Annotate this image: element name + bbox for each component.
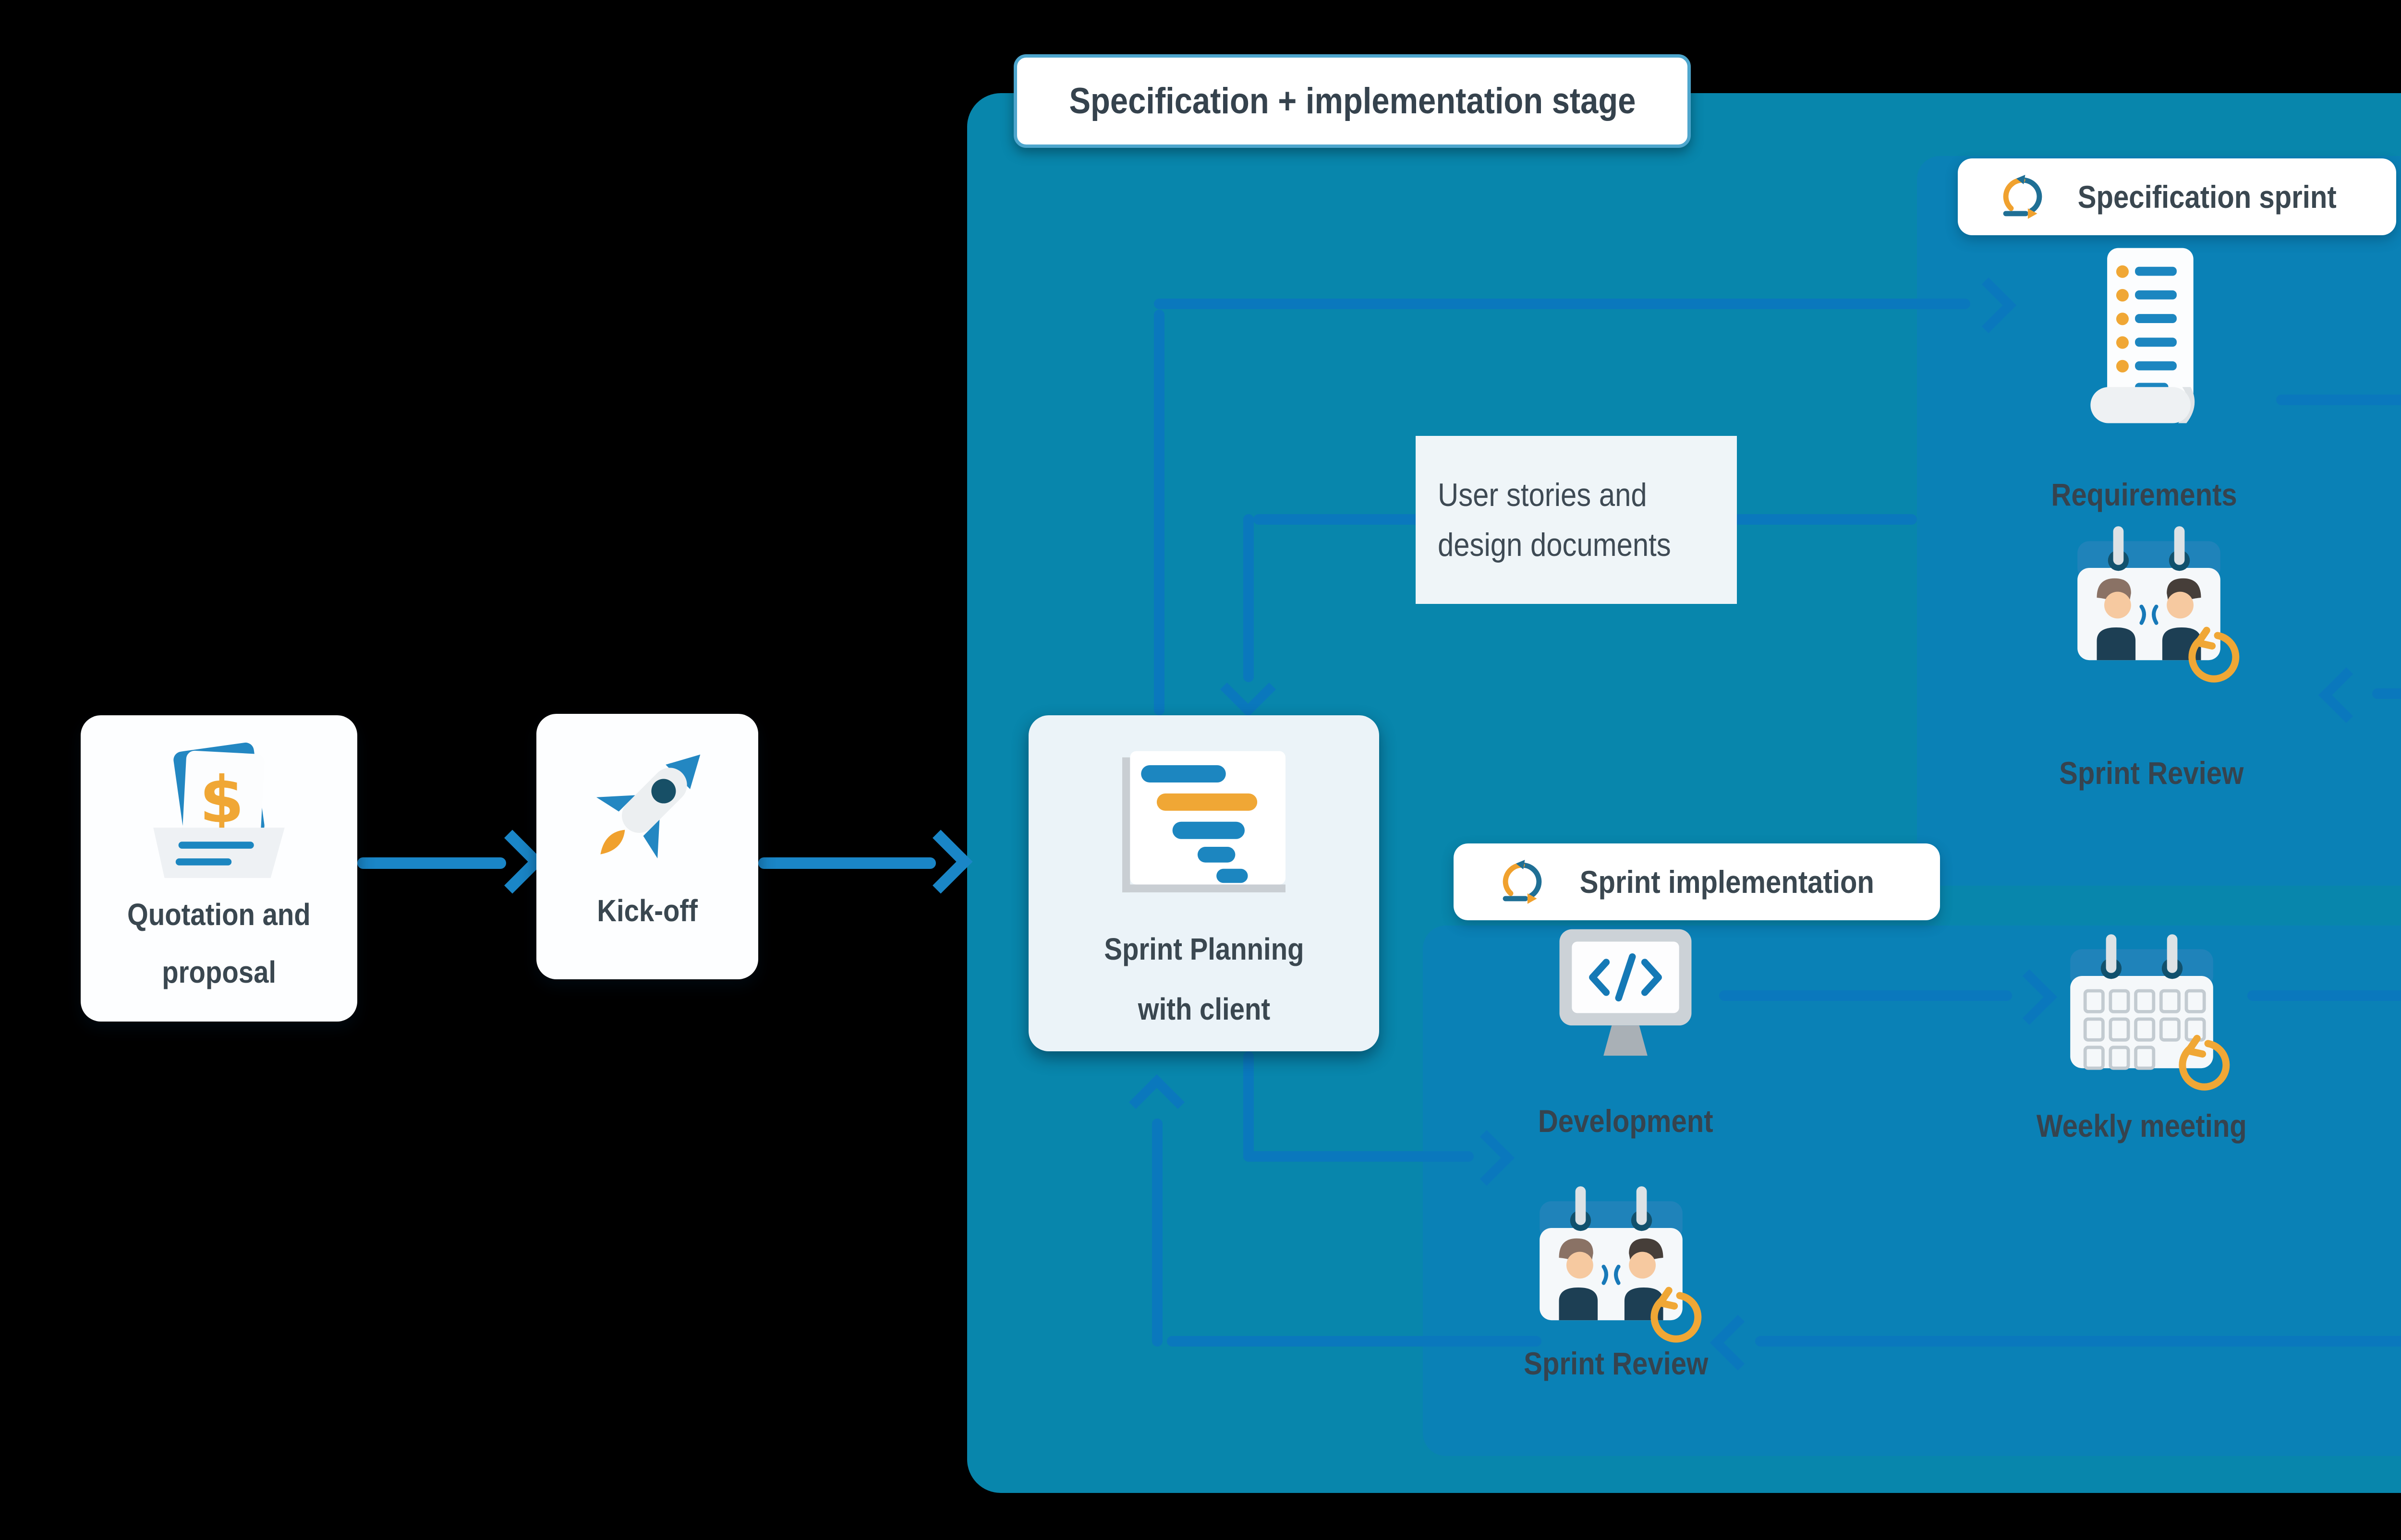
user-stories-note: User stories and design documents [1416, 436, 1737, 604]
sprint-review-bottom-label: Sprint Review [1457, 1325, 1774, 1402]
development1-text: Development [1538, 1103, 1713, 1139]
arrowhead-into-kickoff [480, 830, 545, 894]
sprint-review-top-text: Sprint Review [2059, 755, 2244, 791]
development-monitor-icon [1559, 929, 1692, 1056]
arrow-deployment-to-review [1755, 1336, 2401, 1347]
arrow-kickoff-to-stage [758, 857, 936, 869]
sprint-planning-line2: with client [1138, 992, 1270, 1026]
sprint-implementation-label: Sprint implementation [1579, 864, 1875, 900]
user-stories-line1: User stories and [1438, 477, 1647, 513]
sprint-planning-line1: Sprint Planning [1103, 932, 1304, 966]
specification-sprint-tag: Specification sprint [1958, 158, 2396, 235]
arrow-quotation-to-kickoff [357, 857, 506, 869]
sprint-planning-label: Sprint Planning with client [1029, 919, 1379, 1039]
recur-loop-icon [2188, 626, 2240, 683]
sprint-review-top-label: Sprint Review [1983, 734, 2319, 811]
sprint-review-bottom-text: Sprint Review [1523, 1346, 1709, 1381]
quotation-line1: Quotation and [127, 897, 311, 932]
requirements-line1: Requirements [2051, 477, 2237, 512]
arrow-weekly-to-review-top [2372, 688, 2401, 699]
arrow-review-to-planning-vertical [1152, 1119, 1163, 1347]
requirements-list-icon [2090, 248, 2195, 423]
arrow-planning-to-requirements-horizontal [1154, 299, 1970, 309]
user-stories-line2: design documents [1438, 527, 1671, 563]
node-kickoff: Kick-off [536, 714, 758, 979]
arrow-requirements-to-design [2276, 395, 2401, 405]
arrow-planning-to-dev1-vertical [1243, 1051, 1254, 1162]
stage-title-box: Specification + implementation stage [1014, 54, 1691, 148]
arrowhead-into-stage [909, 830, 973, 894]
sprint-review-calendar-icon [2077, 526, 2220, 661]
specification-sprint-label: Specification sprint [2078, 179, 2337, 215]
sprint-loop-icon [1503, 860, 1542, 904]
stage-title: Specification + implementation stage [1069, 81, 1636, 121]
node-quotation-proposal: $ Quotation and proposal [81, 715, 357, 1022]
development1-label: Development [1467, 1083, 1784, 1159]
dollar-glyph: $ [199, 763, 244, 838]
sprint-loop-icon [2003, 175, 2042, 219]
arrow-dev1-to-weekly [1719, 990, 2012, 1001]
quotation-line2: proposal [162, 955, 276, 989]
rocket-icon [596, 754, 701, 859]
node-sprint-planning: Sprint Planning with client [1029, 715, 1379, 1051]
weekly-meeting-calendar-icon [2070, 934, 2213, 1070]
recur-loop-icon [2179, 1035, 2230, 1091]
weekly-meeting-bottom-label: Weekly meeting [1974, 1087, 2310, 1164]
weekly-bottom-text: Weekly meeting [2037, 1108, 2247, 1143]
arrow-review-to-planning-horizontal [1167, 1336, 1541, 1347]
arrow-userstories-vertical [1243, 514, 1254, 682]
quotation-label: Quotation and proposal [81, 886, 357, 1001]
sprint-implementation-tag: Sprint implementation [1454, 843, 1940, 920]
arrow-weekly-to-dev2 [2247, 990, 2401, 1001]
sprint-review-calendar-icon [1540, 1186, 1683, 1321]
recur-loop-icon [1650, 1287, 1702, 1343]
quotation-document-icon: $ [153, 742, 285, 878]
kickoff-text: Kick-off [597, 893, 698, 928]
gantt-plan-icon [1122, 751, 1285, 892]
kickoff-label: Kick-off [536, 882, 758, 939]
arrow-planning-to-requirements-vertical [1154, 310, 1164, 715]
arrow-planning-to-dev1-horizontal [1243, 1151, 1474, 1162]
